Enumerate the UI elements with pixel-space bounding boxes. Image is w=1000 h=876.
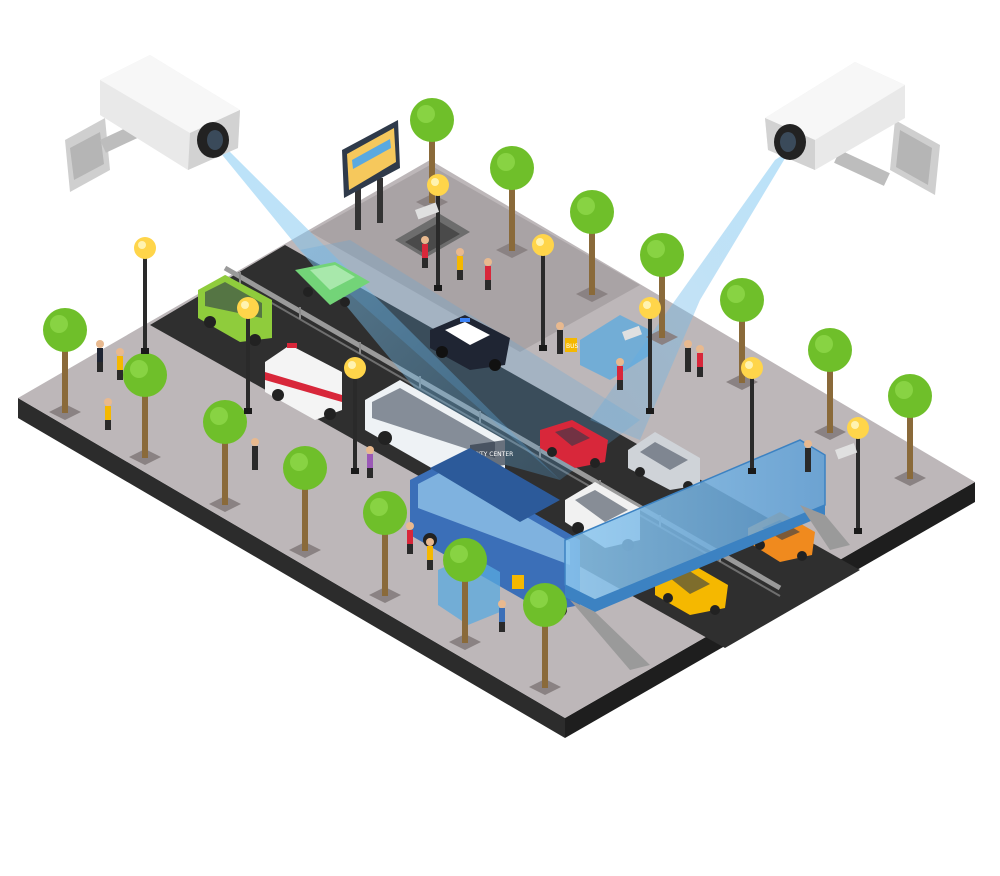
tree — [570, 190, 614, 302]
pedestrian — [696, 345, 704, 377]
tree — [490, 146, 534, 258]
street-lamp — [639, 297, 661, 414]
silver-van — [628, 432, 700, 491]
red-car — [540, 420, 608, 468]
tree — [888, 374, 932, 486]
billboard-icon — [342, 120, 400, 230]
plaza — [310, 165, 640, 352]
pedestrian — [556, 322, 564, 354]
police-car — [430, 315, 510, 371]
tree — [203, 400, 247, 512]
pedestrians — [96, 236, 812, 632]
blue-bus — [410, 448, 580, 617]
tree — [283, 446, 327, 558]
street-lamp — [847, 417, 869, 534]
small-cctv-camera-icon — [415, 202, 858, 460]
cctv-camera-icon — [765, 62, 940, 195]
pedestrian — [96, 340, 104, 372]
pedestrian-skybridge — [564, 439, 850, 670]
street-lamp — [344, 357, 366, 474]
pedestrian — [104, 398, 112, 430]
pedestrian — [426, 538, 434, 570]
bus-destination-label: CITY CENTER — [474, 451, 513, 458]
tree — [43, 308, 87, 420]
tree — [808, 328, 852, 440]
street-lamp — [532, 234, 554, 351]
tree — [410, 98, 454, 210]
pedestrian — [116, 348, 124, 380]
pedestrian — [251, 438, 259, 470]
tree — [443, 538, 487, 650]
pedestrian — [616, 358, 624, 390]
pedestrian — [804, 440, 812, 472]
cctv-camera-icon — [65, 55, 240, 192]
pedestrian — [498, 600, 506, 632]
bus-stop-sign — [512, 575, 524, 589]
street-lamp — [134, 237, 156, 354]
street-lamp — [237, 297, 259, 414]
street-lamp — [741, 357, 763, 474]
svg-text:BUS: BUS — [566, 343, 579, 350]
pedestrian — [366, 446, 374, 478]
green-car — [295, 262, 370, 307]
pedestrian — [421, 236, 429, 268]
tree — [523, 583, 567, 695]
ambulance — [265, 343, 342, 420]
bus-stop-icon — [565, 338, 577, 352]
tree — [640, 233, 684, 345]
street-lamps — [134, 174, 869, 534]
tree — [123, 353, 167, 465]
pedestrian — [406, 522, 414, 554]
tree — [363, 491, 407, 603]
camera-beam-right — [590, 150, 790, 440]
trees — [43, 98, 932, 695]
pedestrian — [484, 258, 492, 290]
street-lamp — [427, 174, 449, 291]
pedestrian — [684, 340, 692, 372]
pedestrian — [456, 248, 464, 280]
